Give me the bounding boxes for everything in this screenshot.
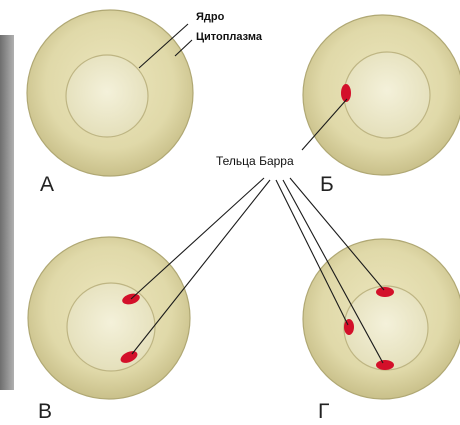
- cell-d: [303, 239, 460, 399]
- barr-body-d3: [376, 360, 394, 370]
- nucleus-a: [66, 55, 148, 137]
- cytoplasm-label: Цитоплазма: [196, 31, 263, 43]
- cell-letter-b: Б: [320, 173, 334, 196]
- nucleus-b: [344, 52, 430, 138]
- cell-letter-d: Г: [318, 400, 329, 423]
- barr-body-d2: [344, 319, 354, 335]
- cell-b: [303, 15, 460, 175]
- cell-letter-c: В: [38, 400, 52, 423]
- cell-a: [27, 10, 193, 176]
- cell-c: [28, 237, 190, 399]
- barr-pointer-to-c1: [131, 178, 264, 299]
- barr-body-d1: [376, 287, 394, 297]
- barr-bodies-label: Тельца Барра: [216, 154, 294, 168]
- nucleus-label: Ядро: [196, 11, 225, 23]
- left-photo-strip: [0, 35, 14, 390]
- cell-letter-a: А: [40, 173, 54, 196]
- nucleus-c: [67, 283, 155, 371]
- barr-body-b1: [341, 84, 351, 102]
- nucleus-d: [344, 286, 428, 370]
